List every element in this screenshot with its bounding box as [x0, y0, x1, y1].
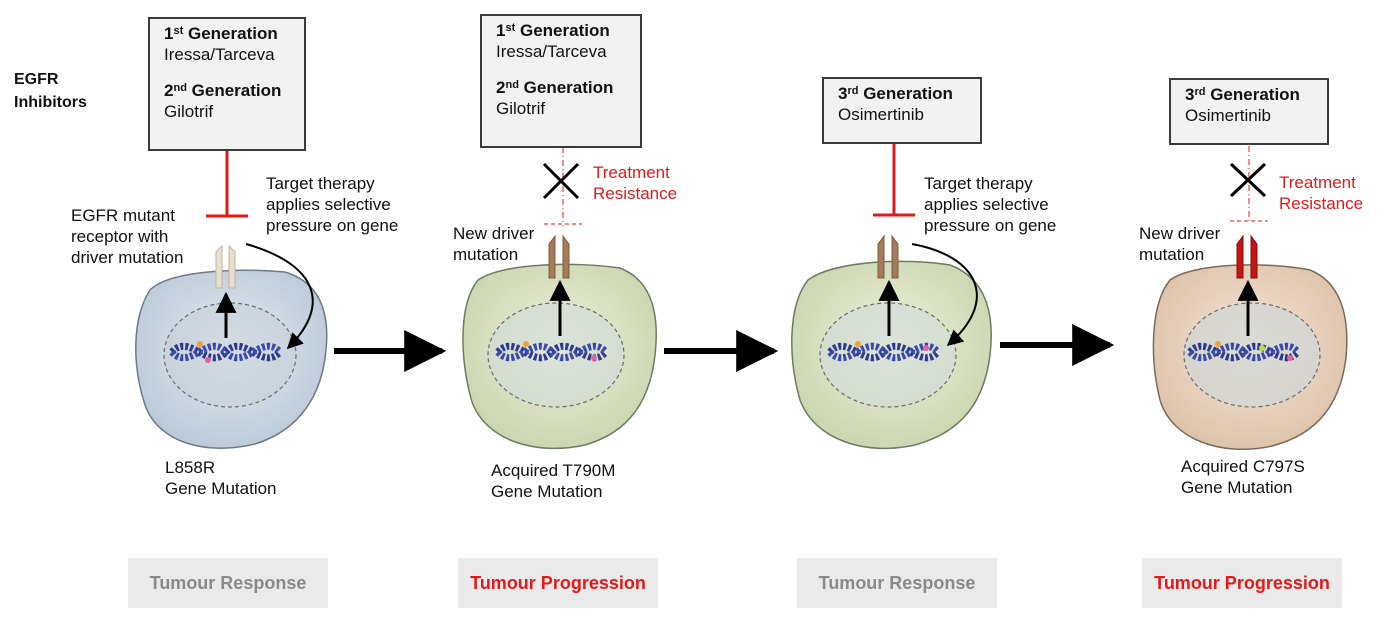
driver-label: New driver mutation: [453, 224, 535, 264]
pressure-arrow-1: [245, 243, 314, 350]
dna-3: [827, 341, 941, 362]
mutation-label: L858R Gene Mutation: [165, 458, 277, 498]
outcome-badge: Tumour Response: [797, 558, 997, 608]
generation-title: 2nd Generation: [496, 78, 614, 97]
nucleus-2: [487, 302, 625, 408]
generation-title: 1st Generation: [496, 21, 610, 40]
generation-title: 3rd Generation: [838, 84, 953, 103]
cell-3: [791, 260, 992, 450]
pressure-label: Target therapy applies selective pressur…: [924, 174, 1057, 235]
generation-title: 2nd Generation: [164, 81, 282, 100]
nucleus-4: [1183, 302, 1321, 408]
resistance-label: Treatment Resistance: [1279, 173, 1364, 213]
drug-name: Osimertinib: [838, 105, 924, 124]
inhibition-bar-3: [873, 143, 915, 217]
receptor-4: [1236, 234, 1258, 279]
receptor-3: [877, 234, 899, 279]
receptor-2: [548, 234, 570, 279]
generation-box-4: 3rd Generation Osimertinib: [1169, 78, 1329, 145]
generation-box-2: 1st Generation Iressa/Tarceva 2nd Genera…: [480, 14, 642, 148]
generation-title: 3rd Generation: [1185, 85, 1300, 104]
driver-label: New driver mutation: [1139, 224, 1221, 264]
outcome-badge: Tumour Progression: [1142, 558, 1342, 608]
resistance-line-4: [1229, 146, 1268, 224]
drug-name: Gilotrif: [164, 102, 214, 121]
pressure-arrow-3: [911, 243, 978, 347]
resistance-label: Treatment Resistance: [593, 163, 678, 203]
drug-name: Iressa/Tarceva: [164, 45, 275, 64]
cell-2: [462, 263, 657, 450]
outcome-badge: Tumour Response: [128, 558, 328, 608]
receptor-label: EGFR mutant receptor with driver mutatio…: [71, 206, 184, 267]
pressure-label: Target therapy applies selective pressur…: [266, 174, 399, 235]
dna-1: [169, 341, 283, 363]
nucleus-1: [163, 302, 297, 408]
inhibition-bar-1: [206, 150, 248, 218]
drug-name: Osimertinib: [1185, 106, 1271, 125]
generation-box-1: 1st Generation Iressa/Tarceva 2nd Genera…: [148, 17, 306, 151]
mutation-label: Acquired C797S Gene Mutation: [1181, 457, 1305, 497]
mutation-label: Acquired T790M Gene Mutation: [491, 461, 616, 501]
dna-2: [495, 341, 609, 362]
inhibitors-label: EGFR Inhibitors: [14, 71, 87, 111]
drug-name: Iressa/Tarceva: [496, 42, 607, 61]
generation-box-3: 3rd Generation Osimertinib: [822, 77, 982, 144]
outcome-badge: Tumour Progression: [458, 558, 658, 608]
dna-4: [1187, 341, 1301, 362]
drug-name: Gilotrif: [496, 99, 546, 118]
resistance-line-2: [542, 147, 582, 226]
receptor-1: [215, 244, 236, 289]
generation-title: 1st Generation: [164, 24, 278, 43]
